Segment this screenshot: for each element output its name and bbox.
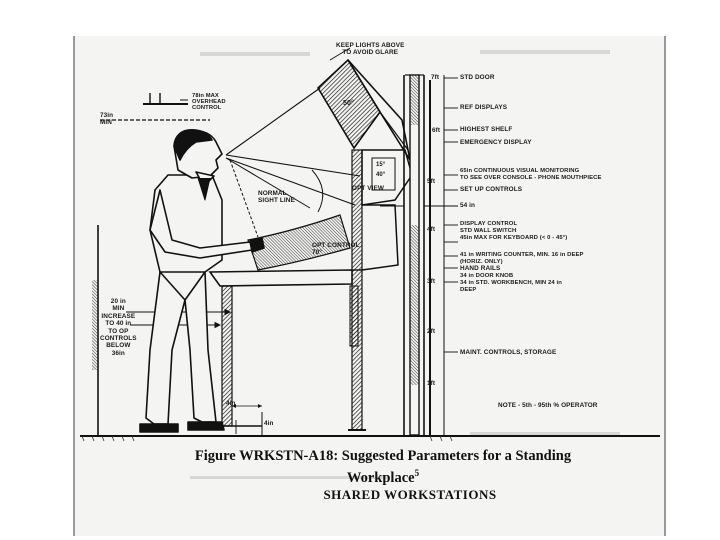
normal-sight-line-label: NORMAL SIGHT LINE — [258, 190, 295, 204]
ref-displays-label: REF DISPLAYS — [460, 104, 508, 111]
angle-50-label: 50° — [343, 100, 354, 107]
dimension-arrows — [126, 308, 237, 434]
set-up-controls-label: SET UP CONTROLS — [460, 186, 523, 193]
min-73in-label: 73in MIN — [100, 112, 114, 126]
hand-rails-label: HAND RAILS — [460, 265, 501, 272]
note-label: NOTE - 5th - 95th % OPERATOR — [498, 402, 598, 409]
door-knob-label: 34 in DOOR KNOB 34 in STD. WORKBENCH, MI… — [460, 273, 562, 293]
caption-line-2: Workplace5 — [346, 468, 420, 486]
scan-left-edge — [73, 36, 75, 536]
keep-lights-label: KEEP LIGHTS ABOVE TO AVOID GLARE — [336, 42, 405, 56]
writing-counter-label: 41 in WRITING COUNTER, MIN. 16 in DEEP (… — [460, 252, 584, 265]
section-subtitle: SHARED WORKSTATIONS — [323, 487, 497, 499]
angle-40-label: 40° — [376, 172, 386, 178]
overhead-control-marker — [100, 93, 210, 121]
in-54-label: 54 in — [460, 202, 476, 209]
bleed-through-text — [190, 50, 620, 479]
toe-4in-label: 4in — [264, 420, 274, 427]
overhead-control-label: 78in MAX OVERHEAD CONTROL — [192, 93, 226, 111]
scale-4ft: 4ft — [427, 226, 436, 233]
sight-lines — [225, 87, 361, 238]
scale-6ft: 6ft — [432, 127, 441, 134]
annotation-leaders — [329, 47, 458, 353]
scan-right-edge — [664, 36, 666, 536]
scale-3ft: 3ft — [427, 278, 436, 285]
angle-15-label: 15° — [376, 162, 386, 168]
scale-5ft: 5ft — [427, 178, 436, 185]
caption-line-1: Figure WRKSTN-A18: Suggested Parameters … — [194, 448, 572, 464]
continuous-visual-label: 65in CONTINUOUS VISUAL MONITORING TO SEE… — [460, 168, 602, 181]
depth-4in-label: 4in — [226, 400, 236, 407]
counter-worksurface — [208, 269, 359, 436]
maint-controls-label: MAINT. CONTROLS, STORAGE — [460, 349, 557, 356]
height-scale — [403, 74, 445, 436]
optimum-control-arc — [247, 214, 351, 271]
floor-line — [80, 435, 660, 442]
std-door-label: STD DOOR — [460, 74, 495, 81]
opt-view-label: OPT VIEW — [352, 185, 385, 192]
left-wall-reference — [92, 225, 99, 436]
display-control-label: DISPLAY CONTROL STD WALL SWITCH 45in MAX… — [460, 221, 568, 241]
emergency-display-label: EMERGENCY DISPLAY — [460, 139, 532, 146]
scale-2ft: 2ft — [427, 328, 436, 335]
opt-control-label: OPT CONTROL 70° — [312, 242, 360, 256]
scale-1ft: 1ft — [427, 380, 436, 387]
min-increase-label: 20 in MIN INCREASE TO 40 in TO OP CONTRO… — [100, 298, 137, 357]
operator-figure — [139, 129, 265, 433]
scale-7ft: 7ft — [431, 74, 440, 81]
highest-shelf-label: HIGHEST SHELF — [460, 126, 513, 133]
figure-caption: Figure WRKSTN-A18: Suggested Parameters … — [100, 448, 666, 487]
